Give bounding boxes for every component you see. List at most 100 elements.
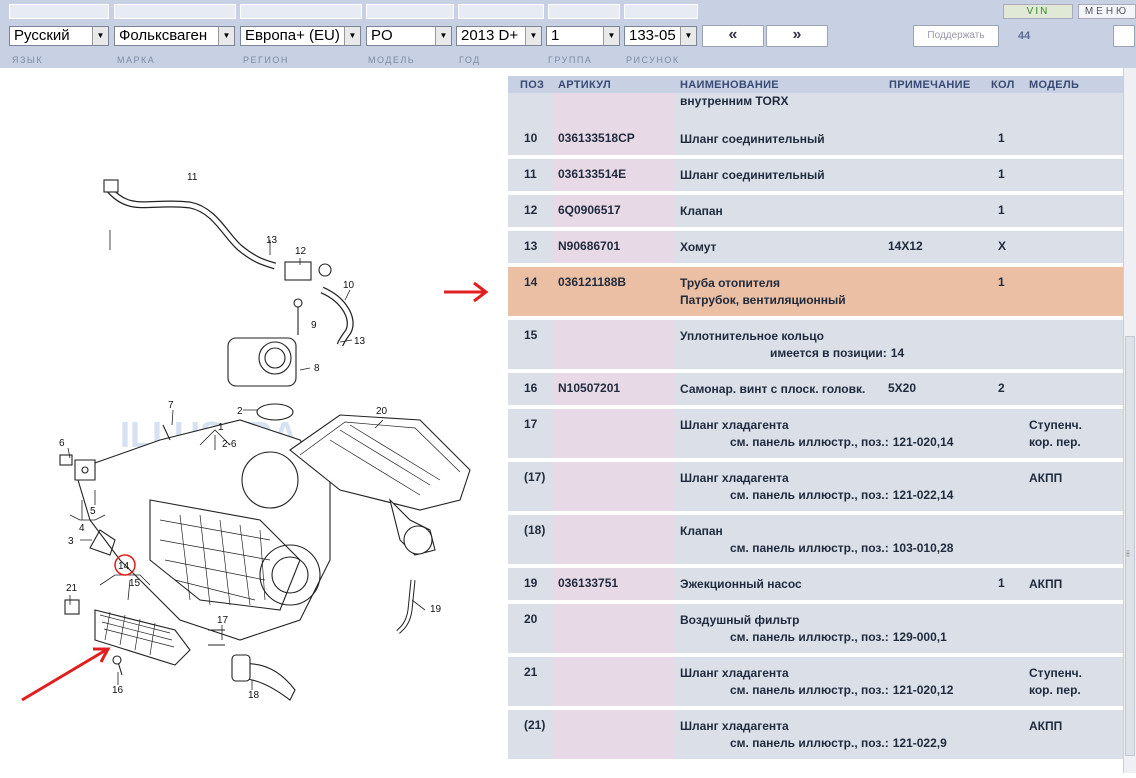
scrollbar[interactable]: ≡≡ xyxy=(1123,68,1136,773)
scrollbar-grip-icon: ≡≡ xyxy=(1126,550,1130,559)
header-qty: КОЛ xyxy=(991,79,1015,91)
ref-link[interactable]: 129-000,1 xyxy=(892,630,947,644)
part-name-text: Шланг хладагента xyxy=(680,471,789,485)
top-tab-1[interactable] xyxy=(9,4,109,19)
ref-link[interactable]: 103-010,28 xyxy=(892,541,954,555)
chevron-down-icon[interactable]: ▼ xyxy=(218,27,234,45)
chevron-down-icon[interactable]: ▼ xyxy=(435,27,451,45)
ref-link[interactable]: 121-022,9 xyxy=(892,736,947,750)
note-cell: 14X12 xyxy=(888,239,923,253)
figure-select[interactable]: 133-05▼ xyxy=(624,26,697,46)
ref-link[interactable]: 121-022,14 xyxy=(892,488,954,502)
part-name: Хомут xyxy=(680,239,980,256)
chevron-down-icon[interactable]: ▼ xyxy=(603,27,619,45)
top-tab-4[interactable] xyxy=(366,4,454,19)
chevron-down-icon[interactable]: ▼ xyxy=(525,27,541,45)
ref-link[interactable]: 121-020,12 xyxy=(892,683,954,697)
top-tab-2[interactable] xyxy=(114,4,236,19)
top-tab-6[interactable] xyxy=(548,4,620,19)
part-name-text: Воздушный фильтр xyxy=(680,613,800,627)
pos-cell: 20 xyxy=(524,612,538,626)
parts-diagram: ILLUSTRA xyxy=(0,68,508,773)
ref-link[interactable]: 121-020,14 xyxy=(892,435,954,449)
year-select[interactable]: 2013 D+ ▼ xyxy=(456,26,542,46)
partial-row[interactable]: внутренним TORX xyxy=(508,93,1123,123)
vin-button[interactable]: VIN xyxy=(1003,4,1073,19)
search-box[interactable] xyxy=(1113,25,1135,47)
callout-14: 14 xyxy=(118,561,130,572)
article-number[interactable]: 036121188B xyxy=(558,275,627,289)
year-value: 2013 D+ xyxy=(461,27,519,44)
article-cell xyxy=(553,320,675,369)
model-cell: Ступенч.кор. пер. xyxy=(1029,665,1082,699)
article-number[interactable]: 6Q0906517 xyxy=(558,203,621,217)
next-figure-button[interactable]: » xyxy=(766,25,828,47)
article-cell xyxy=(553,568,675,600)
label-figure: РИСУНОК xyxy=(626,55,680,65)
callout-labels: 11 13 12 9 10 13 8 2 20 7 1 2-6 6 4 5 3 … xyxy=(59,172,442,701)
figure-value: 133-05 xyxy=(629,27,676,44)
callout-17: 17 xyxy=(217,615,229,626)
part-name-text: Эжекционный насос xyxy=(680,577,802,591)
qty-cell: 1 xyxy=(998,203,1005,217)
brand-select[interactable]: Фольксваген▼ xyxy=(114,26,235,46)
model-select[interactable]: PO ▼ xyxy=(366,26,452,46)
ref-label: см. панель иллюстр., поз.: xyxy=(730,488,889,502)
article-number[interactable]: N90686701 xyxy=(558,239,621,253)
chevron-down-icon[interactable]: ▼ xyxy=(344,27,360,45)
article-number[interactable]: 036133751 xyxy=(558,576,619,590)
model-text: Ступенч. xyxy=(1029,418,1082,432)
chevron-down-icon[interactable]: ▼ xyxy=(680,27,696,45)
callout-19: 19 xyxy=(430,604,442,615)
top-tab-7[interactable] xyxy=(624,4,698,19)
part-name-text: Шланг хладагента xyxy=(680,719,789,733)
model-value: PO xyxy=(371,27,393,44)
ref-label: см. панель иллюстр., поз.: xyxy=(730,541,889,555)
scrollbar-thumb[interactable] xyxy=(1125,336,1135,756)
qty-cell: 1 xyxy=(998,131,1005,145)
callout-18: 18 xyxy=(248,690,260,701)
model-text: АКПП xyxy=(1029,577,1063,591)
part-name: Эжекционный насос xyxy=(680,576,980,593)
article-number[interactable]: 036133518CP xyxy=(558,131,635,145)
top-strip: VIN МЕНЮ xyxy=(0,0,1136,22)
callout-11: 11 xyxy=(187,172,198,183)
part-name-text: Шланг хладагента xyxy=(680,418,789,432)
region-select[interactable]: Европа+ (EU)▼ xyxy=(240,26,361,46)
top-tab-3[interactable] xyxy=(240,4,362,19)
support-button[interactable]: Поддержать xyxy=(913,25,999,47)
top-tab-5[interactable] xyxy=(458,4,544,19)
menu-button[interactable]: МЕНЮ xyxy=(1078,4,1136,19)
avail-value[interactable]: 14 xyxy=(890,346,905,360)
qty-cell: 1 xyxy=(998,167,1005,181)
prev-figure-button[interactable]: « xyxy=(702,25,764,47)
article-number[interactable]: N10507201 xyxy=(558,381,621,395)
callout-4: 4 xyxy=(79,523,85,534)
language-select[interactable]: Русский▼ xyxy=(9,26,109,46)
pos-cell: 16 xyxy=(524,381,538,395)
model-text-2: кор. пер. xyxy=(1029,435,1081,449)
chevron-down-icon[interactable]: ▼ xyxy=(92,27,108,45)
part-name-text: Уплотнительное кольцо xyxy=(680,329,824,343)
article-number[interactable]: 036133514E xyxy=(558,167,627,181)
qty-cell: X xyxy=(998,239,1007,253)
group-select[interactable]: 1▼ xyxy=(546,26,620,46)
pos-cell: 10 xyxy=(524,131,538,145)
